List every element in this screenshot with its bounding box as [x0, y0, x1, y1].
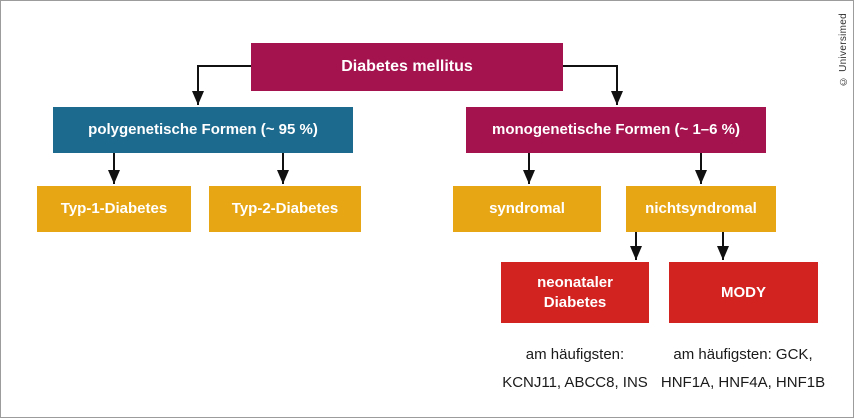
node-typ1-diabetes-label: Typ-1-Diabetes — [60, 200, 168, 218]
node-typ2-diabetes-label: Typ-2-Diabetes — [231, 200, 339, 218]
node-neonatal-diabetes: neonataler Diabetes — [501, 262, 649, 323]
copyright-credit: © Universimed — [838, 13, 849, 87]
node-neonatal-diabetes-label-line1: neonataler — [537, 274, 613, 291]
caption-neonatal-genes-line2: KCNJ11, ABCC8, INS — [502, 374, 648, 391]
node-typ1-diabetes: Typ-1-Diabetes — [37, 186, 191, 232]
connector-root-to-polygenetic — [192, 65, 251, 105]
caption-neonatal-genes: am häufigsten: KCNJ11, ABCC8, INS — [465, 341, 685, 397]
node-neonatal-diabetes-label-line2: Diabetes — [543, 293, 607, 311]
node-syndromal: syndromal — [453, 186, 601, 232]
node-nichtsyndromal: nichtsyndromal — [626, 186, 776, 232]
node-mody-label: MODY — [721, 283, 766, 301]
node-nichtsyndromal-label: nichtsyndromal — [645, 200, 757, 218]
node-typ2-diabetes: Typ-2-Diabetes — [209, 186, 361, 232]
node-diabetes-mellitus-label: Diabetes mellitus — [341, 57, 473, 75]
caption-mody-genes-line2: HNF1A, HNF4A, HNF1B — [660, 374, 826, 391]
caption-neonatal-genes-line1: am häufigsten: — [525, 346, 625, 363]
caption-mody-genes-line1: am häufigsten: GCK, — [673, 346, 813, 363]
node-monogenetic-forms-label: monogenetische Formen (~ 1–6 %) — [492, 121, 740, 139]
node-diabetes-mellitus: Diabetes mellitus — [251, 43, 563, 91]
node-polygenetic-forms: polygenetische Formen (~ 95 %) — [53, 107, 353, 153]
node-syndromal-label: syndromal — [489, 200, 565, 218]
node-mody: MODY — [669, 262, 818, 323]
node-polygenetic-forms-label: polygenetische Formen (~ 95 %) — [88, 121, 318, 139]
caption-mody-genes: am häufigsten: GCK, HNF1A, HNF4A, HNF1B — [628, 341, 853, 397]
connector-root-to-monogenetic — [563, 65, 623, 105]
node-monogenetic-forms: monogenetische Formen (~ 1–6 %) — [466, 107, 766, 153]
